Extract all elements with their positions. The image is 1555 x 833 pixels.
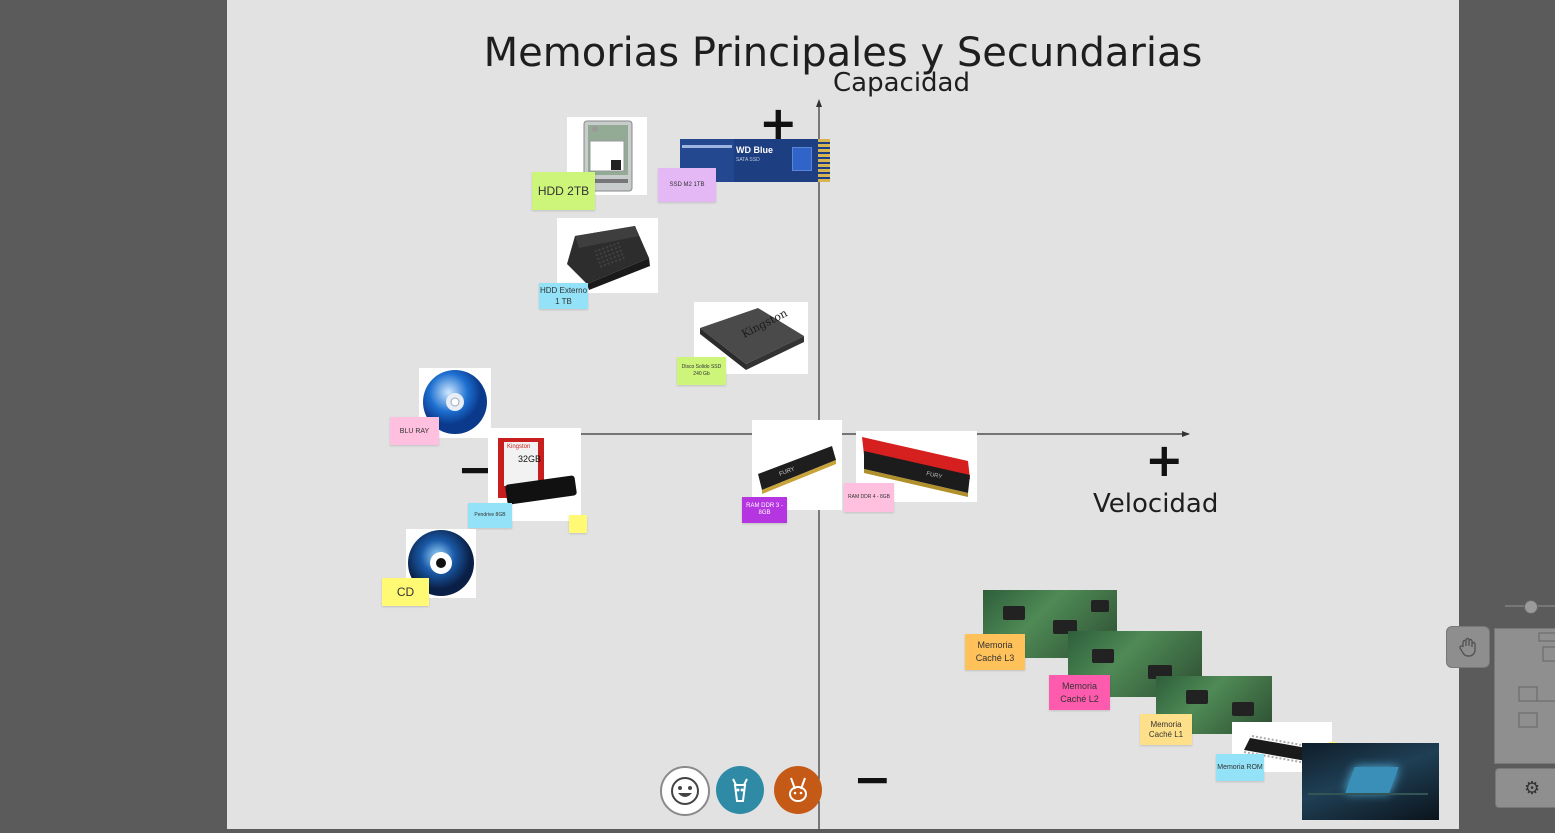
ram-module-icon: FURY <box>758 446 836 494</box>
pendrive-size-text: 32GB <box>518 454 542 464</box>
rabbit-avatar[interactable] <box>774 766 822 814</box>
note-cache-l3[interactable]: Memoria Caché L3 <box>965 634 1025 670</box>
gear-icon: ⚙ <box>1524 777 1541 798</box>
rom-chip-icon <box>1243 735 1319 765</box>
minimap-panel[interactable] <box>1494 628 1555 764</box>
whiteboard-canvas[interactable]: Memorias Principales y Secundarias Capac… <box>227 0 1459 829</box>
note-hdd-2tb[interactable]: HDD 2TB <box>532 172 595 210</box>
note-bluray[interactable]: BLU RAY <box>390 417 439 445</box>
external-hdd-image[interactable] <box>557 218 658 293</box>
hand-icon <box>1459 637 1476 657</box>
note-disco-ssd[interactable]: Disco Solido SSD 240 Gb <box>677 357 726 385</box>
smiley-icon <box>671 777 699 805</box>
ram-ddr4-image[interactable]: FURY <box>856 431 977 502</box>
note-cache-l1[interactable]: Memoria Caché L1 <box>1140 714 1192 745</box>
note-hdd-externo[interactable]: HDD Externo 1 TB <box>539 283 588 309</box>
svg-text:FURY: FURY <box>779 466 796 477</box>
x-axis-label: Velocidad <box>1093 489 1219 519</box>
ssd-drive-icon: Kingston <box>700 307 804 370</box>
y-axis-plus-sign: + <box>759 96 798 150</box>
ssd-sub-text: SATA SSD <box>736 157 760 163</box>
settings-button[interactable]: ⚙ <box>1495 768 1555 808</box>
pendrive-image[interactable]: Kingston 32GB <box>488 428 581 521</box>
note-ram-ddr3[interactable]: RAM DDR 3 - 8GB <box>742 497 787 523</box>
note-cache-l2[interactable]: Memoria Caché L2 <box>1049 675 1110 710</box>
pendrive-brand-text: Kingston <box>507 444 531 450</box>
x-axis-plus-sign: + <box>1145 433 1184 487</box>
note-ram-ddr4[interactable]: RAM DDR 4 - 8GB <box>844 483 894 512</box>
external-drive-icon <box>567 226 650 290</box>
note-pendrive[interactable]: Pendrive 8GB <box>468 503 512 528</box>
hand-tool-button[interactable] <box>1446 626 1490 668</box>
ram-module-rgb-icon: FURY <box>862 437 970 497</box>
note-cd[interactable]: CD <box>382 578 429 606</box>
giraffe-avatar[interactable] <box>716 766 764 814</box>
y-axis-minus-sign: − <box>853 752 892 806</box>
board-title: Memorias Principales y Secundarias <box>483 30 1203 76</box>
ram-brand-text: FURY <box>926 471 943 480</box>
cpu-image[interactable] <box>1302 743 1439 820</box>
axes <box>577 99 1190 829</box>
hdd-drive-icon <box>583 120 633 192</box>
ram-ddr3-image[interactable]: FURY <box>752 420 842 510</box>
minimap-icon <box>1518 632 1555 728</box>
hdd-image[interactable] <box>567 117 647 195</box>
note-blank-yellow[interactable] <box>569 515 587 533</box>
note-ssd-m2[interactable]: SSD M2 1TB <box>658 168 716 202</box>
kingston-ssd-image[interactable]: Kingston <box>694 302 808 374</box>
note-rom[interactable]: Memoria ROM <box>1216 754 1264 781</box>
ssd-brand-text: WD Blue <box>736 145 773 155</box>
rabbit-icon <box>789 777 807 802</box>
giraffe-icon <box>732 778 748 802</box>
y-axis-label: Capacidad <box>833 68 970 98</box>
bluray-disc-icon <box>423 370 487 434</box>
smiley-avatar[interactable] <box>660 766 710 816</box>
zoom-slider-handle[interactable] <box>1524 600 1538 614</box>
